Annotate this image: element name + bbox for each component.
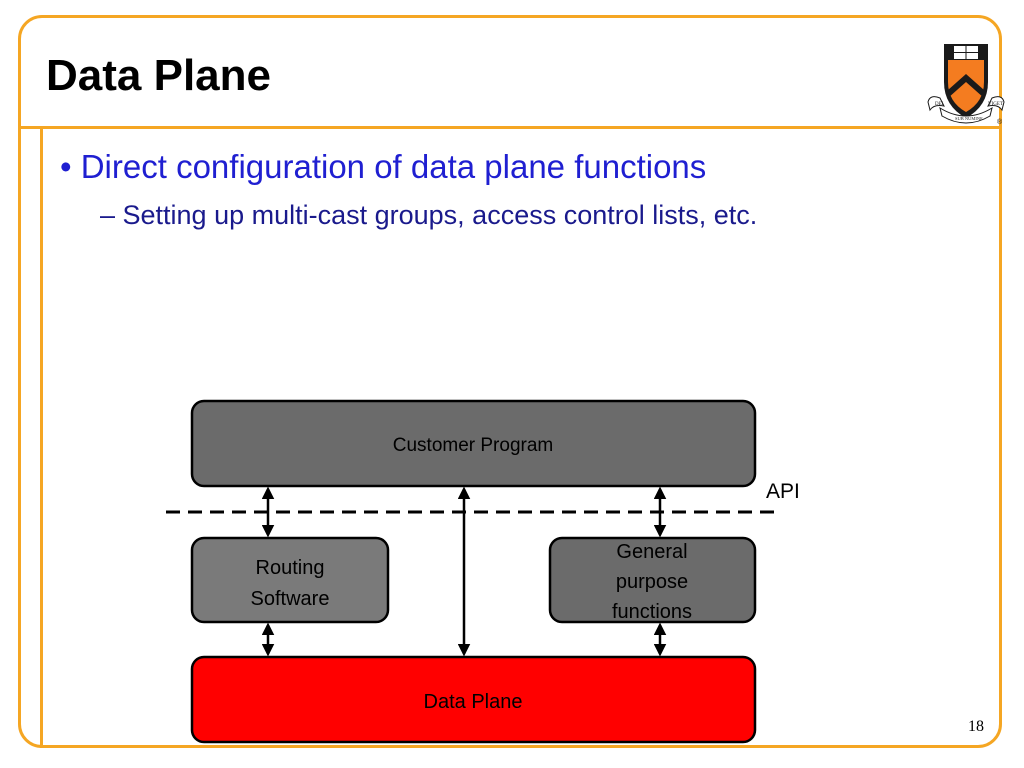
slide-frame: [18, 15, 1002, 748]
slide-title: Data Plane: [46, 51, 271, 100]
general-purpose-box: [548, 536, 757, 624]
api-label: API: [766, 480, 800, 503]
registered-mark: ®: [997, 118, 1003, 126]
data-plane-label: Data Plane: [424, 691, 523, 713]
princeton-shield-logo: DEI SUB NUMINE VIGET ®: [927, 44, 1005, 126]
logo-banner-center: SUB NUMINE: [955, 116, 983, 121]
customer-program-box: [190, 399, 757, 488]
bullet-main: • Direct configuration of data plane fun…: [60, 148, 707, 185]
shield-field: [948, 60, 984, 112]
logo-banner-right: VIGET: [988, 102, 1003, 107]
routing-software-label-1: Routing: [256, 557, 325, 579]
general-purpose-label-3: functions: [612, 601, 692, 623]
general-purpose-label-1: General: [616, 541, 687, 563]
slide-number: 18: [968, 718, 984, 735]
routing-software-box: [190, 536, 390, 624]
general-purpose-label-2: purpose: [616, 571, 688, 593]
title-divider: [18, 126, 1002, 129]
left-divider: [40, 126, 43, 748]
customer-program-label: Customer Program: [393, 435, 554, 456]
data-plane-box: [190, 655, 757, 744]
routing-software-label-2: Software: [251, 588, 330, 610]
logo-banner-left: DEI: [935, 102, 944, 107]
bullet-sub: – Setting up multi-cast groups, access c…: [100, 200, 758, 230]
shield-chevron: [948, 74, 984, 98]
